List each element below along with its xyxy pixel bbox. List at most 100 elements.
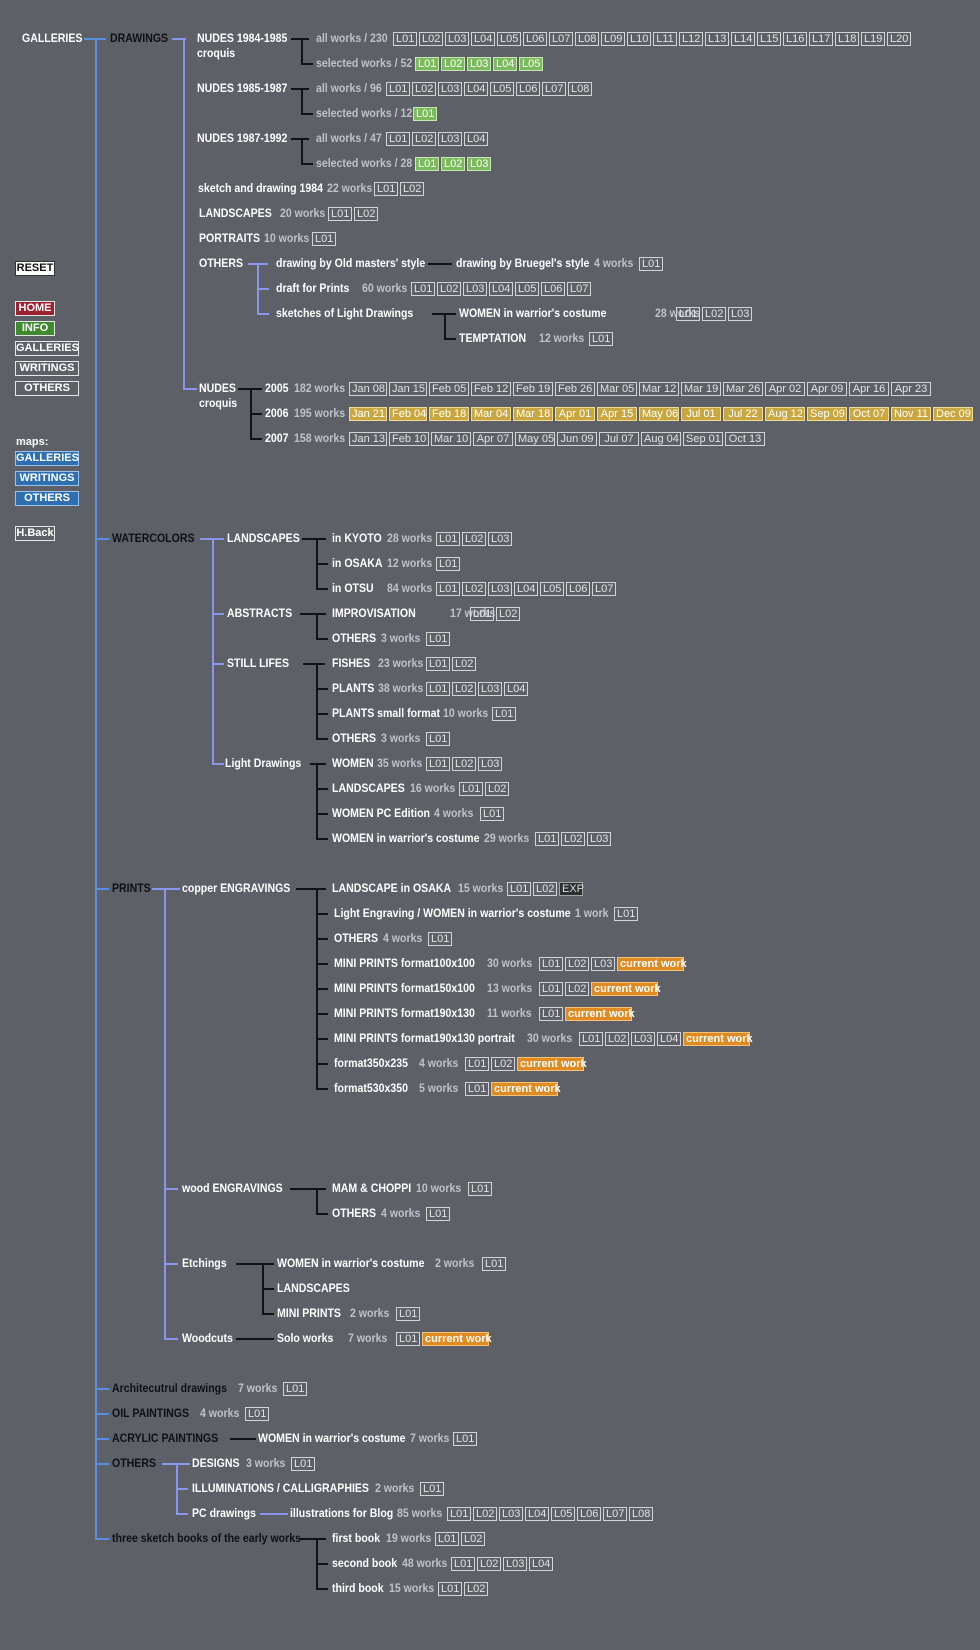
prints-category[interactable]: PRINTS bbox=[112, 881, 151, 895]
nudes-1985-1987-label[interactable]: NUDES 1985-1987 bbox=[197, 81, 288, 95]
illum-l01[interactable]: L01 bbox=[420, 1482, 444, 1496]
nudes8485-sel-l01[interactable]: L01 bbox=[415, 57, 439, 71]
d2007-jan-13[interactable]: Jan 13 bbox=[349, 432, 387, 446]
improvisation-l02[interactable]: L02 bbox=[496, 607, 520, 621]
selected-works-label[interactable]: selected works / 52 bbox=[316, 56, 413, 70]
kyoto-l01[interactable]: L01 bbox=[436, 532, 460, 546]
plants-small-l01[interactable]: L01 bbox=[492, 707, 516, 721]
all-works-label[interactable]: all works / 96 bbox=[316, 81, 382, 95]
mini190p-l03[interactable]: L03 bbox=[631, 1032, 655, 1046]
architectural-drawings-category[interactable]: Architecutrul drawings bbox=[112, 1381, 228, 1395]
mini100-l03[interactable]: L03 bbox=[591, 957, 615, 971]
f350-l02[interactable]: L02 bbox=[491, 1057, 515, 1071]
plants-l04[interactable]: L04 bbox=[504, 682, 528, 696]
designs-label[interactable]: DESIGNS bbox=[192, 1456, 240, 1470]
improvisation-label[interactable]: IMPROVISATION bbox=[332, 606, 416, 620]
year-2005-label[interactable]: 2005 bbox=[265, 381, 289, 395]
otsu-l03[interactable]: L03 bbox=[488, 582, 512, 596]
nudes8587-all-l01[interactable]: L01 bbox=[386, 82, 410, 96]
draft-l01[interactable]: L01 bbox=[411, 282, 435, 296]
d2006-feb-18[interactable]: Feb 18 bbox=[429, 407, 469, 421]
nudes8485-all-l10[interactable]: L10 bbox=[627, 32, 651, 46]
d2006-mar-04[interactable]: Mar 04 bbox=[471, 407, 511, 421]
otsu-l06[interactable]: L06 bbox=[566, 582, 590, 596]
nudes8587-all-l07[interactable]: L07 bbox=[542, 82, 566, 96]
mini190p-l02[interactable]: L02 bbox=[605, 1032, 629, 1046]
women-warrior-l02[interactable]: L02 bbox=[702, 307, 726, 321]
acr-women-l01[interactable]: L01 bbox=[453, 1432, 477, 1446]
sketch1984-l01[interactable]: L01 bbox=[374, 182, 398, 196]
nudes8485-all-l13[interactable]: L13 bbox=[705, 32, 729, 46]
ld-women-l03[interactable]: L03 bbox=[478, 757, 502, 771]
reset-button[interactable]: RESET bbox=[15, 261, 55, 276]
nudes8792-sel-l01[interactable]: L01 bbox=[415, 157, 439, 171]
nudes8792-all-l04[interactable]: L04 bbox=[464, 132, 488, 146]
f350-l01[interactable]: L01 bbox=[465, 1057, 489, 1071]
landscape-osaka-label[interactable]: LANDSCAPE in OSAKA bbox=[332, 881, 452, 895]
second-book-l02[interactable]: L02 bbox=[477, 1557, 501, 1571]
d2005-mar-12[interactable]: Mar 12 bbox=[639, 382, 679, 396]
blog-l06[interactable]: L06 bbox=[577, 1507, 601, 1521]
blog-l04[interactable]: L04 bbox=[525, 1507, 549, 1521]
mini-prints-150-label[interactable]: MINI PRINTS format150x100 bbox=[334, 981, 475, 995]
ld-women-warrior-label[interactable]: WOMEN in warrior's costume bbox=[332, 831, 480, 845]
etchings-landscapes-label[interactable]: LANDSCAPES bbox=[277, 1281, 350, 1295]
nudes8485-sel-l03[interactable]: L03 bbox=[467, 57, 491, 71]
nudes8792-all-l03[interactable]: L03 bbox=[438, 132, 462, 146]
nudes8485-all-l14[interactable]: L14 bbox=[731, 32, 755, 46]
etchings-women-label[interactable]: WOMEN in warrior's costume bbox=[277, 1256, 425, 1270]
d2006-feb-04[interactable]: Feb 04 bbox=[389, 407, 427, 421]
nudes8587-all-l02[interactable]: L02 bbox=[412, 82, 436, 96]
nudes8587-all-l08[interactable]: L08 bbox=[568, 82, 592, 96]
acrylic-paintings-category[interactable]: ACRYLIC PAINTINGS bbox=[112, 1431, 219, 1445]
d2006-dec-09[interactable]: Dec 09 bbox=[933, 407, 973, 421]
women-warrior-l03[interactable]: L03 bbox=[728, 307, 752, 321]
women-warrior-label[interactable]: WOMEN in warrior's costume bbox=[459, 306, 607, 320]
arch-l01[interactable]: L01 bbox=[283, 1382, 307, 1396]
map-galleries-button[interactable]: GALLERIES bbox=[15, 451, 79, 466]
d2006-oct-07[interactable]: Oct 07 bbox=[849, 407, 889, 421]
still-lifes-label[interactable]: STILL LIFES bbox=[227, 656, 289, 670]
ld-landscapes-l02[interactable]: L02 bbox=[485, 782, 509, 796]
nudes8485-all-l02[interactable]: L02 bbox=[419, 32, 443, 46]
light-engraving-l01[interactable]: L01 bbox=[614, 907, 638, 921]
d2005-jan-08[interactable]: Jan 08 bbox=[349, 382, 387, 396]
blog-l01[interactable]: L01 bbox=[447, 1507, 471, 1521]
d2006-mar-18[interactable]: Mar 18 bbox=[513, 407, 553, 421]
cu-others-l01[interactable]: L01 bbox=[428, 932, 452, 946]
improvisation-l01[interactable]: L01 bbox=[470, 607, 494, 621]
second-book-l04[interactable]: L04 bbox=[529, 1557, 553, 1571]
f530-l01[interactable]: L01 bbox=[465, 1082, 489, 1096]
nudes8485-all-l09[interactable]: L09 bbox=[601, 32, 625, 46]
sl-others-l01[interactable]: L01 bbox=[426, 732, 450, 746]
bruegel-label[interactable]: drawing by Bruegel's style bbox=[456, 256, 590, 270]
nudes8485-all-l01[interactable]: L01 bbox=[393, 32, 417, 46]
sketches-light-drawings-label[interactable]: sketches of Light Drawings bbox=[276, 306, 414, 320]
nudes-1987-1992-label[interactable]: NUDES 1987-1992 bbox=[197, 131, 288, 145]
d2007-oct-13[interactable]: Oct 13 bbox=[725, 432, 765, 446]
d2007-may-05[interactable]: May 05 bbox=[515, 432, 555, 446]
d2006-sep-09[interactable]: Sep 09 bbox=[807, 407, 847, 421]
mini100-l02[interactable]: L02 bbox=[565, 957, 589, 971]
d2006-may-06[interactable]: May 06 bbox=[639, 407, 679, 421]
all-works-label[interactable]: all works / 230 bbox=[316, 31, 388, 45]
mini190-l01[interactable]: L01 bbox=[539, 1007, 563, 1021]
map-writings-button[interactable]: WRITINGS bbox=[15, 471, 79, 486]
kyoto-l02[interactable]: L02 bbox=[462, 532, 486, 546]
ld-women-l02[interactable]: L02 bbox=[452, 757, 476, 771]
nudes8485-all-l19[interactable]: L19 bbox=[861, 32, 885, 46]
d2006-nov-11[interactable]: Nov 11 bbox=[891, 407, 931, 421]
mini100-l01[interactable]: L01 bbox=[539, 957, 563, 971]
blog-illustrations-label[interactable]: illustrations for Blog bbox=[290, 1506, 394, 1520]
plants-l01[interactable]: L01 bbox=[426, 682, 450, 696]
current-work-link[interactable]: current work bbox=[422, 1332, 492, 1346]
first-book-l02[interactable]: L02 bbox=[461, 1532, 485, 1546]
ld-landscapes-label[interactable]: LANDSCAPES bbox=[332, 781, 405, 795]
pc-drawings-label[interactable]: PC drawings bbox=[192, 1506, 256, 1520]
sketch1984-l02[interactable]: L02 bbox=[400, 182, 424, 196]
ld-women-label[interactable]: WOMEN bbox=[332, 756, 374, 770]
abstracts-others-label[interactable]: OTHERS bbox=[332, 631, 377, 645]
d2005-feb-19[interactable]: Feb 19 bbox=[513, 382, 553, 396]
drawings-landscapes-label[interactable]: LANDSCAPES bbox=[199, 206, 272, 220]
illuminations-label[interactable]: ILLUMINATIONS / CALLIGRAPHIES bbox=[192, 1481, 369, 1495]
